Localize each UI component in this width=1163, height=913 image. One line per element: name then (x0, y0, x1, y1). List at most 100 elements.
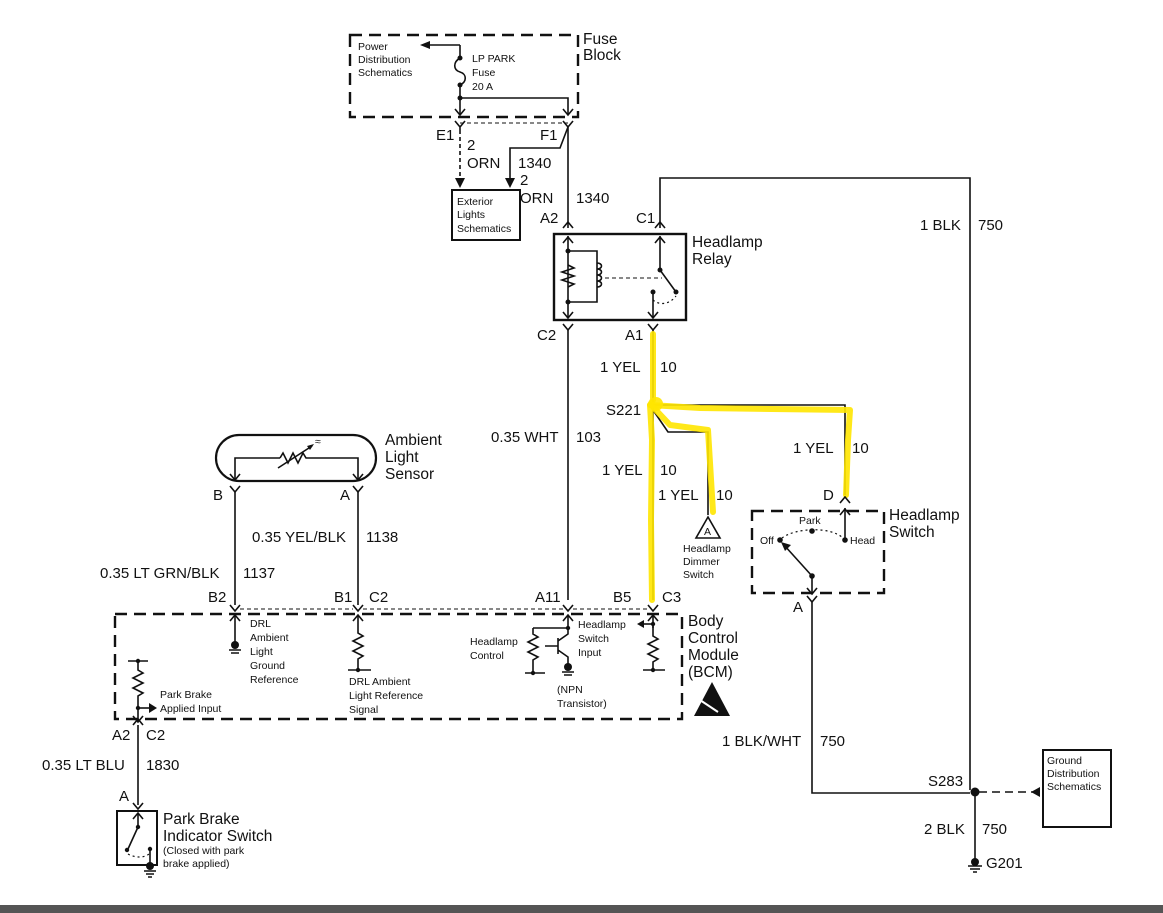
switch-outline (750, 509, 886, 595)
wire-label: 2 (520, 172, 528, 189)
ground-g201: G201 (986, 855, 1023, 872)
fuse-wire (460, 97, 569, 115)
wire-label: 1 YEL (600, 359, 641, 376)
switch-title: Headlamp (889, 507, 960, 524)
switch-arm (783, 544, 813, 577)
connector-icon (647, 323, 659, 332)
arrow-down-icon (647, 311, 659, 320)
power-dist-ref-3[interactable]: Schematics (358, 67, 412, 79)
relay-outline (552, 232, 688, 322)
wire-label: 0.35 LT BLU (42, 757, 125, 774)
arrow-down-icon (562, 311, 574, 320)
wire-blkwht-750[interactable] (811, 602, 970, 794)
connector-b1: B1 (334, 589, 352, 606)
wire-circuit: 1340 (518, 155, 551, 172)
switch-title: Switch (889, 524, 935, 541)
connector-icon (132, 717, 144, 726)
arrow-up-icon (352, 613, 364, 622)
ref-label: Dimmer (683, 556, 720, 568)
connector-icon (132, 802, 144, 811)
highlight-marker (647, 331, 853, 603)
ref-marker: A (704, 526, 711, 538)
connector-c2-relay: C2 (537, 327, 556, 344)
bcm-label: DRL (250, 618, 271, 630)
arrow-down-icon (132, 715, 144, 724)
connector-icon (229, 485, 241, 494)
headlamp-dimmer-ref[interactable]: A Headlamp Dimmer Switch (683, 515, 731, 581)
ground-node (231, 641, 239, 649)
wire-blk-c1[interactable] (659, 177, 971, 790)
exterior-lights-ref[interactable]: Exterior Lights Schematics (451, 189, 521, 241)
resistor-icon (646, 624, 660, 670)
bcm-outline (113, 612, 684, 721)
sensor-title: Light (385, 449, 419, 466)
connector-a1-relay: A1 (625, 327, 643, 344)
light-symbol-icon: ≈ (315, 436, 321, 448)
relay-coil-loop (568, 250, 598, 303)
switch-box (116, 810, 158, 866)
wire-circuit: 1138 (366, 529, 398, 546)
resistor-icon (131, 661, 145, 722)
arrow-down-icon (806, 587, 818, 596)
park-brake-switch: Park Brake Indicator Switch (Closed with… (116, 810, 272, 878)
fuse-name: LP PARK (472, 53, 515, 65)
connector-e1-icon (454, 120, 466, 130)
wire-label: 2 (467, 137, 475, 154)
ref-label: Headlamp (683, 543, 731, 555)
contact-off (777, 537, 783, 543)
relay-title: Headlamp (692, 234, 763, 251)
power-dist-ref-2[interactable]: Distribution (358, 54, 411, 66)
contact-node (124, 847, 130, 853)
photoresistor-icon (279, 451, 359, 480)
ref-label: Schematics (1047, 781, 1101, 793)
junction-node (355, 667, 361, 673)
variable-arrow-icon (277, 445, 313, 469)
junction-node (650, 667, 656, 673)
resistor-icon (351, 615, 365, 670)
arrow-up-icon (229, 613, 241, 622)
switch-pos-park: Park (799, 515, 821, 527)
wire-orn-f1-branch[interactable] (509, 126, 569, 180)
wire-label: 1 YEL (658, 487, 699, 504)
junction-node (530, 670, 536, 676)
wire-label: ORN (520, 190, 553, 207)
connector-b5: B5 (613, 589, 631, 606)
switch-travel (781, 529, 844, 539)
bcm-title: Module (688, 647, 739, 664)
ground-icon (144, 870, 156, 878)
ground-dist-ref[interactable]: Ground Distribution Schematics (1042, 749, 1112, 828)
body-control-module: Body Control Module (BCM) DRL Ambient Li… (113, 612, 739, 724)
resistor-icon (559, 264, 577, 288)
wire-circuit: 10 (660, 359, 677, 376)
ref-box (1042, 749, 1112, 828)
arrow-down-icon (562, 108, 574, 117)
contact-node (657, 267, 663, 273)
bcm-label: Input (578, 647, 601, 659)
ref-label: Switch (683, 569, 714, 581)
arrow-up-icon (132, 811, 144, 827)
wire-circuit: 1830 (146, 757, 179, 774)
bcm-label: Ambient (250, 632, 289, 644)
wire-circuit: 1137 (243, 565, 275, 582)
fuse-block-outline (348, 33, 580, 119)
fuse-symbol-icon (453, 57, 467, 86)
power-dist-ref-1[interactable]: Power (358, 41, 388, 53)
bcm-label: Applied Input (160, 703, 221, 715)
ref-label: Distribution (1047, 768, 1100, 780)
bcm-title: Control (688, 630, 738, 647)
arrow-icon (307, 444, 314, 450)
fuse-block-title-1: Fuse (583, 31, 617, 48)
ground-icon (562, 671, 574, 676)
ground-g201-icon (968, 858, 982, 873)
wire-circuit: 10 (852, 440, 869, 457)
switch-pos-head: Head (850, 535, 875, 547)
sensor-title: Sensor (385, 466, 434, 483)
fuse-rating: 20 A (472, 81, 493, 93)
sensor-title: Ambient (385, 432, 443, 449)
bcm-label: Reference (250, 674, 299, 686)
npn-transistor-icon (545, 638, 569, 665)
arrow-down-icon (352, 473, 364, 482)
connector-c2-bcm: C2 (369, 589, 388, 606)
wire-label: 2 BLK (924, 821, 965, 838)
